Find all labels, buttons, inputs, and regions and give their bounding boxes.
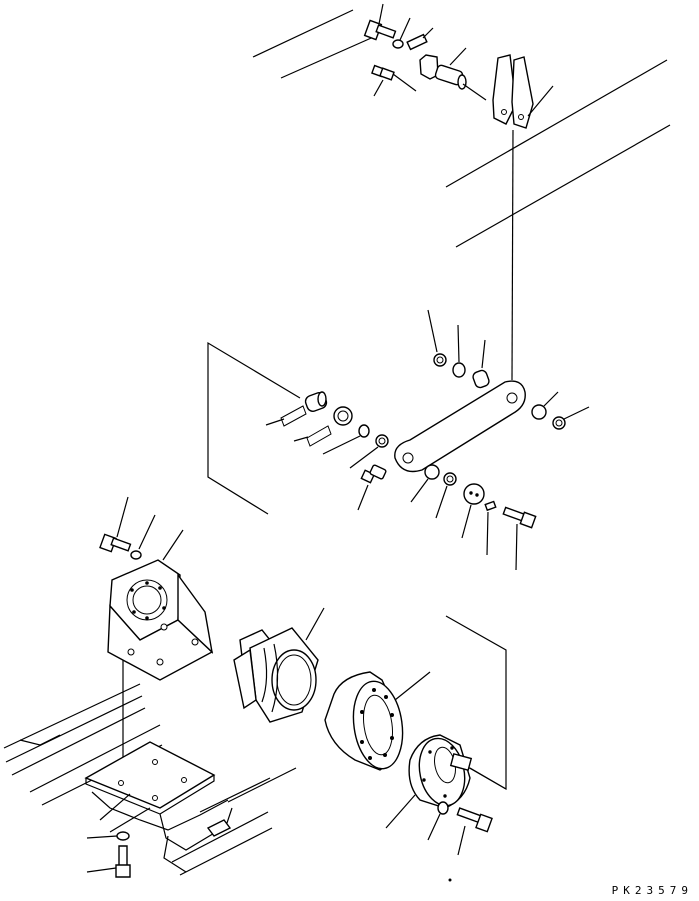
fork-bracket	[493, 55, 553, 128]
bushing-left	[266, 391, 328, 426]
grease-fitting-mid	[358, 465, 386, 510]
lock-tab	[485, 501, 496, 555]
washer-left-1	[323, 425, 369, 454]
frame-base	[4, 684, 296, 877]
drawing-number: PK23579	[611, 884, 693, 897]
motor-bracket-assembly	[100, 497, 212, 790]
reference-lines-right	[446, 60, 670, 247]
bolt-flange	[457, 808, 492, 855]
nut-right	[553, 407, 589, 429]
washer-flange	[428, 802, 448, 840]
top-pin-assembly	[253, 4, 553, 380]
washer-upper-2	[453, 325, 465, 377]
mounting-bracket	[108, 530, 212, 680]
lock-plate-top	[407, 28, 433, 49]
washer-top	[393, 18, 410, 48]
link-rod	[395, 381, 525, 471]
washer-bracket	[131, 515, 155, 559]
grease-fitting-top	[372, 66, 416, 96]
cap-plate	[462, 484, 484, 538]
washer-left-2	[350, 435, 388, 468]
washer-lower-1	[411, 465, 439, 502]
seal-left	[294, 407, 352, 446]
pin-with-plate	[420, 48, 486, 100]
bolt-base	[87, 846, 130, 877]
reference-dot	[449, 879, 451, 881]
flange-cover	[386, 734, 506, 828]
washer-upper-1	[428, 310, 446, 366]
travel-motor	[234, 608, 324, 722]
bushing-upper	[472, 340, 491, 389]
link-rod-assembly	[208, 310, 589, 570]
washer-lower-2	[436, 473, 456, 518]
washer-base	[87, 832, 129, 840]
washer-right-1	[532, 392, 558, 419]
drive-drum	[325, 672, 430, 772]
bolt-top	[365, 4, 396, 40]
bolt-bracket	[100, 497, 131, 552]
bolt-mid	[503, 507, 535, 570]
